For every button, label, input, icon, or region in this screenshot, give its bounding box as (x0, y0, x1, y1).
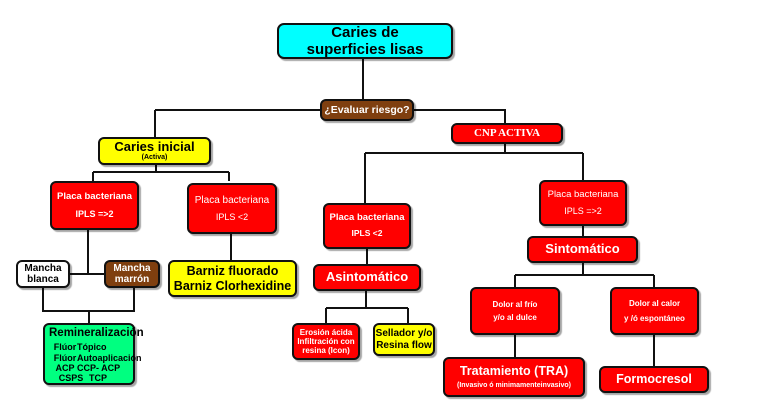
placa-middle-title: Placa bacteriana (329, 212, 405, 224)
connector-cnp-split (364, 143, 584, 203)
tratamiento-subtitle: (Invasivo ó minimamenteinvasivo) (457, 381, 571, 389)
sintomatico-label: Sintomático (545, 241, 620, 257)
placa-left-2-subtitle: IPLS <2 (215, 212, 249, 223)
connector-evaluar-branches (155, 109, 506, 123)
mancha-marron-line-1: Mancha (113, 262, 151, 274)
placa-bacteriana-left-1-node: Placa bacteriana IPLS =>2 (50, 181, 139, 230)
asintomatico-label: Asintomático (325, 269, 409, 285)
erosion-line-1: Erosión ácida (299, 327, 353, 337)
erosion-node: Erosión ácida Infiltración con resina (I… (292, 323, 360, 360)
remineralizacion-row: Flúor Autoaplicación (49, 353, 142, 363)
cnp-activa-node: CNP ACTIVA (451, 123, 563, 144)
evaluate-risk-node: ¿Evaluar riesgo? (320, 99, 414, 121)
remineralizacion-item: Autoaplicación (77, 352, 142, 363)
barniz-line-1: Barniz fluorado (186, 264, 279, 279)
root-line-1: Caries de (331, 23, 399, 41)
placa-bacteriana-right-node: Placa bacteriana IPLS =>2 (539, 180, 627, 226)
remineralizacion-item: Tópico (77, 342, 107, 353)
placa-left-1-subtitle: IPLS =>2 (75, 208, 114, 219)
erosion-line-2: Infiltración con (297, 336, 355, 346)
sellador-line-2: Resina flow (376, 339, 432, 351)
remineralizacion-node: Remineralización Flúor Tópico Flúor Auto… (43, 323, 144, 385)
dolor-calor-line-1: Dolor al calor (628, 299, 681, 309)
placa-bacteriana-middle-node: Placa bacteriana IPLS <2 (323, 203, 411, 249)
connector-asint-split (325, 291, 409, 323)
dolor-calor-node: Dolor al calor y /ó espontáneo (610, 287, 699, 335)
cnp-activa-label: CNP ACTIVA (473, 127, 541, 140)
caries-inicial-title: Caries inicial (114, 138, 195, 154)
erosion-line-3: resina (Icon) (302, 346, 350, 356)
caries-inicial-subtitle: (Activa) (141, 154, 168, 162)
caries-inicial-node: Caries inicial (Activa) (98, 137, 211, 165)
tratamiento-title: Tratamiento (TRA) (459, 364, 569, 379)
remineralizacion-row: CSPS TCP (49, 373, 107, 383)
placa-right-subtitle: IPLS =>2 (564, 205, 602, 216)
remineralizacion-item: Flúor (53, 352, 77, 363)
remineralizacion-title: Remineralización (49, 327, 144, 339)
connector-caries-inicial-split (92, 165, 230, 181)
root-line-2: superficies lisas (306, 41, 424, 58)
dolor-frio-line-1: Dolor al frío (492, 300, 538, 310)
mancha-marron-node: Mancha marrón (104, 260, 160, 288)
evaluate-risk-label: ¿Evaluar riesgo? (324, 103, 410, 116)
root-node: Caries de superficies lisas (277, 23, 453, 59)
connector-placa-l1-manchas (70, 230, 104, 275)
tratamiento-node: Tratamiento (TRA) (Invasivo ó minimament… (443, 357, 585, 397)
sellador-node: Sellador y/o Resina flow (373, 323, 435, 356)
placa-left-2-title: Placa bacteriana (194, 194, 270, 206)
placa-bacteriana-left-2-node: Placa bacteriana IPLS <2 (187, 183, 277, 234)
placa-right-title: Placa bacteriana (547, 188, 619, 200)
remineralizacion-item: CCP- ACP (77, 362, 121, 373)
dolor-frio-node: Dolor al frío y/o al dulce (470, 287, 560, 335)
remineralizacion-item: Flúor (53, 342, 77, 353)
sellador-line-1: Sellador y/o (375, 328, 433, 339)
placa-middle-subtitle: IPLS <2 (351, 228, 383, 239)
remineralizacion-item: ACP (55, 362, 75, 373)
connector-manchas-reminer (42, 288, 135, 323)
sintomatico-node: Sintomático (527, 236, 638, 263)
mancha-blanca-node: Mancha blanca (16, 260, 70, 288)
dolor-frio-line-2: y/o al dulce (493, 312, 537, 322)
mancha-blanca-line-1: Mancha (24, 262, 62, 274)
barniz-node: Barniz fluorado Barniz Clorhexidine (168, 260, 297, 297)
remineralizacion-row: Flúor Tópico (49, 342, 107, 352)
remineralizacion-item: CSPS (58, 373, 84, 384)
mancha-blanca-line-2: blanca (27, 274, 59, 285)
placa-left-1-title: Placa bacteriana (57, 190, 132, 202)
formocresol-node: Formocresol (599, 366, 709, 393)
remineralizacion-item: TCP (89, 373, 107, 384)
barniz-line-2: Barniz Clorhexidine (173, 278, 292, 293)
connector-sint-split (514, 263, 655, 287)
remineralizacion-row: ACP CCP- ACP (49, 363, 120, 373)
formocresol-label: Formocresol (616, 372, 692, 387)
mancha-marron-line-2: marrón (114, 274, 150, 285)
dolor-calor-line-2: y /ó espontáneo (624, 313, 685, 323)
asintomatico-node: Asintomático (313, 264, 421, 291)
